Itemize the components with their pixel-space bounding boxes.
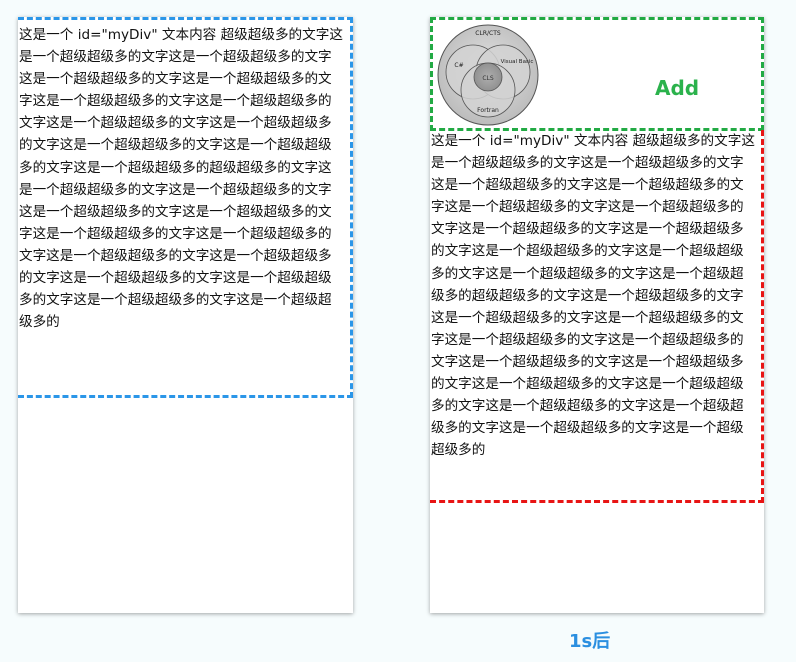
- diagram-label-right: Visual Basic: [501, 59, 534, 65]
- diagram-label-outer: CLR/CTS: [475, 30, 501, 37]
- mydiv-text-block: 这是一个 id="myDiv" 文本内容 超级超级多的文字这是一个超级超级多的文…: [18, 17, 353, 398]
- right-phone-frame: CLR/CTS C# Visual Basic CLS Fortran Add …: [430, 17, 764, 613]
- left-phone-frame: 这是一个 id="myDiv" 文本内容 超级超级多的文字这是一个超级超级多的文…: [18, 17, 353, 613]
- add-label: Add: [655, 76, 700, 100]
- added-element-box: CLR/CTS C# Visual Basic CLS Fortran Add: [430, 17, 764, 131]
- mydiv-text-block-after: 这是一个 id="myDiv" 文本内容 超级超级多的文字这是一个超级超级多的文…: [430, 130, 764, 503]
- diagram-label-left: C#: [454, 62, 463, 69]
- diagram-label-center: CLS: [482, 75, 494, 82]
- clr-cts-venn-diagram: CLR/CTS C# Visual Basic CLS Fortran: [437, 24, 539, 126]
- diagram-label-bottom: Fortran: [477, 107, 499, 114]
- time-caption: 1s后: [569, 631, 611, 652]
